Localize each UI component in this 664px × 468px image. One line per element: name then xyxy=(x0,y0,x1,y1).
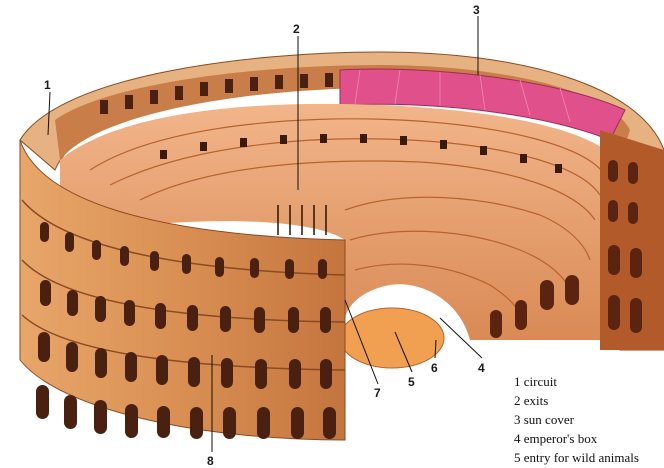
callout-3: 3 xyxy=(473,3,480,17)
legend-item-wild-animals-entry: 5 entry for wild animals xyxy=(514,448,664,467)
callout-1: 1 xyxy=(44,78,51,92)
callout-5: 5 xyxy=(408,375,415,389)
legend-item-exits: 2 exits xyxy=(514,391,664,410)
callout-4: 4 xyxy=(478,361,485,375)
callout-7: 7 xyxy=(374,386,381,400)
legend-item-circuit: 1 circuit xyxy=(514,372,664,391)
callout-6: 6 xyxy=(431,361,438,375)
legend-item-sun-cover: 3 sun cover xyxy=(514,410,664,429)
legend: 1 circuit 2 exits 3 sun cover 4 emperor'… xyxy=(514,372,664,467)
arena-floor xyxy=(340,308,444,368)
callout-2: 2 xyxy=(293,22,300,36)
legend-item-emperors-box: 4 emperor's box xyxy=(514,429,664,448)
callout-8: 8 xyxy=(207,454,214,468)
